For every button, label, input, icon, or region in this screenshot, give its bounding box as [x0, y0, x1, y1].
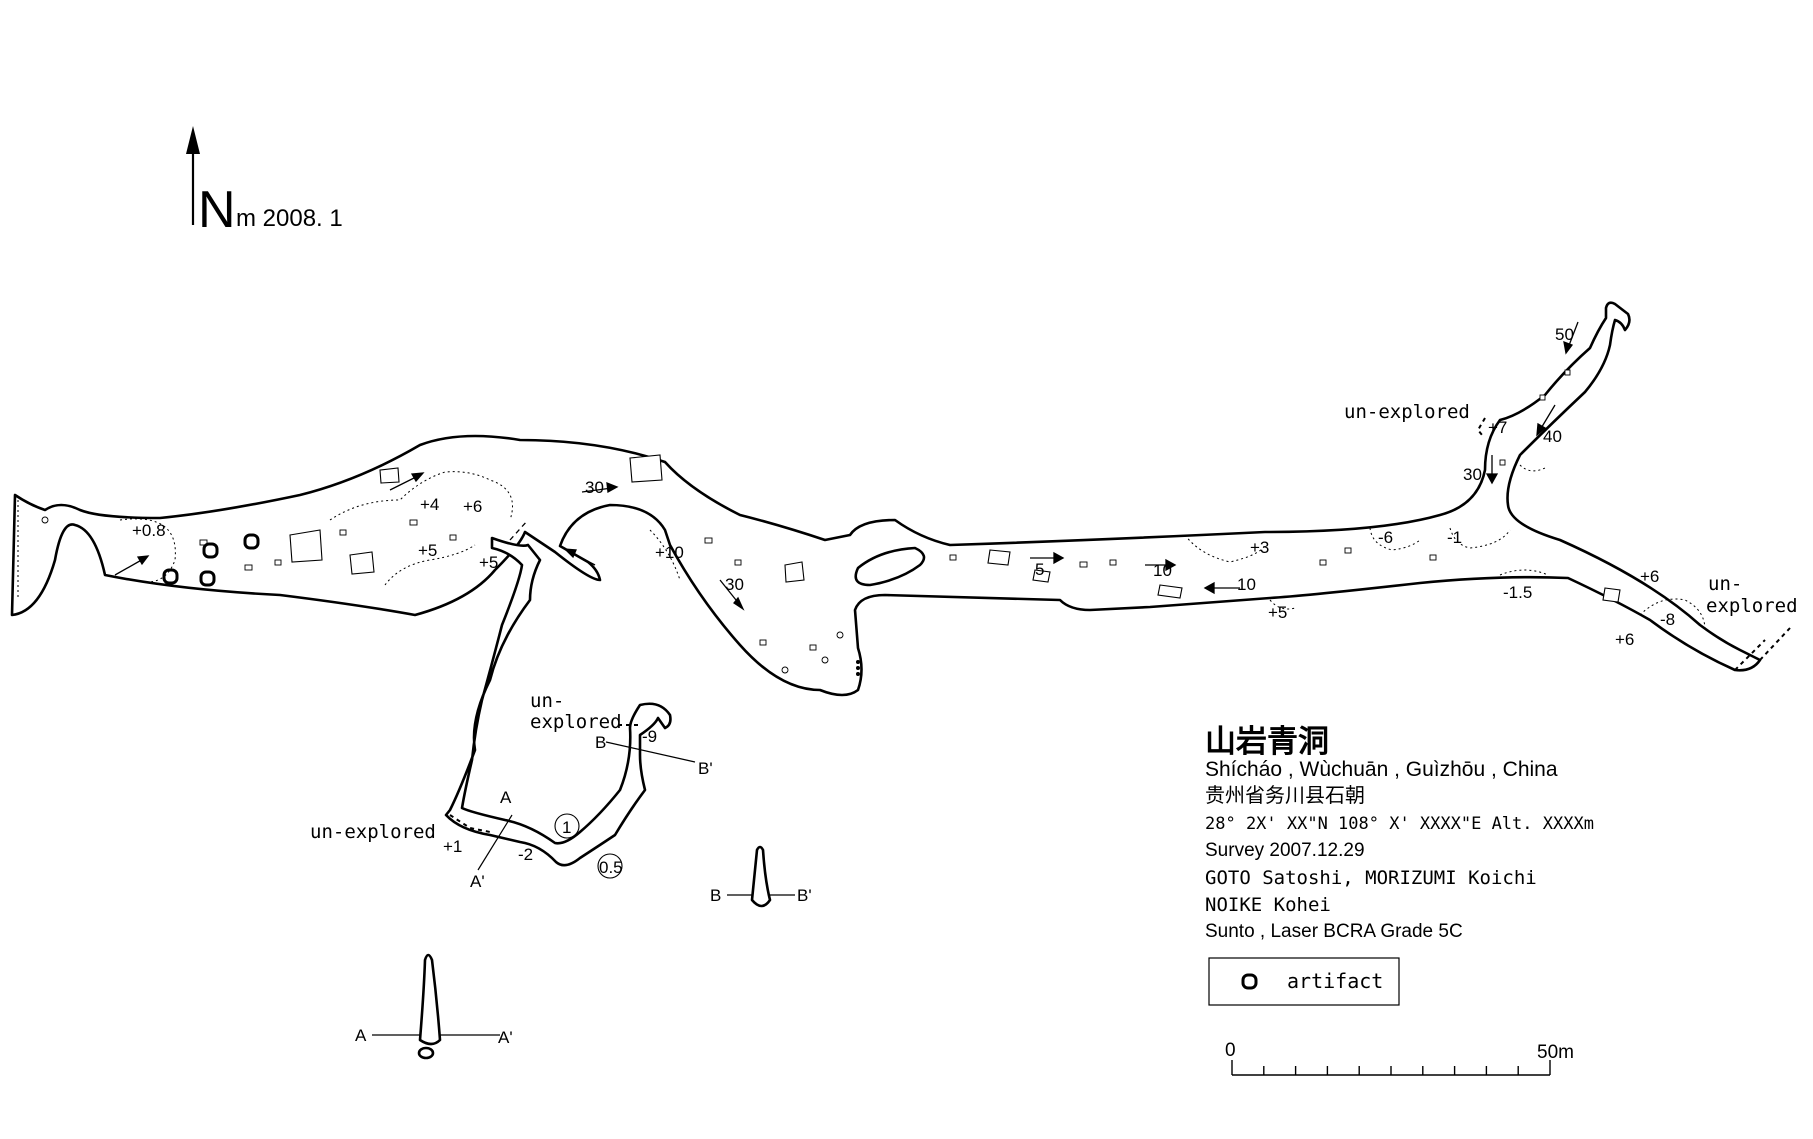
depth-label: +10 — [655, 543, 684, 562]
breakdown-blocks — [289, 454, 1621, 603]
section-label: B — [710, 886, 721, 905]
legend-box: artifact — [1208, 957, 1400, 1006]
depth-label: +7 — [1488, 418, 1507, 437]
ledge-hatching — [17, 464, 1706, 631]
cross-section-a — [372, 953, 500, 1060]
cross-section-b — [727, 845, 795, 908]
slope-label: 50 — [1555, 325, 1574, 344]
legend-artifact-label: artifact — [1287, 969, 1383, 993]
map-date: m 2008. 1 — [236, 205, 343, 232]
north-arrow-icon — [186, 126, 200, 225]
depth-label: +5 — [479, 553, 498, 572]
scale-bar — [1231, 1060, 1551, 1076]
slope-label: 30 — [725, 575, 744, 594]
slope-label: 10 — [1153, 561, 1172, 580]
depth-label: +0.8 — [132, 521, 166, 540]
slope-label: 5 — [1035, 560, 1044, 579]
depth-label: +3 — [1250, 538, 1269, 557]
survey-date: Survey 2007.12.29 — [1205, 840, 1365, 861]
pebbles — [41, 369, 1571, 674]
slope-label: 40 — [1543, 427, 1562, 446]
survey-instruments: Sunto , Laser BCRA Grade 5C — [1205, 921, 1463, 942]
slope-label: 30 — [1463, 465, 1482, 484]
depth-label: -1.5 — [1503, 583, 1532, 602]
cave-name-cjk: 山岩青洞 — [1205, 724, 1329, 760]
surveyors-line-1: GOTO Satoshi, MORIZUMI Koichi — [1205, 867, 1537, 889]
section-label: A — [355, 1026, 367, 1045]
surveyors-line-2: NOIKE Kohei — [1205, 894, 1331, 916]
scale-start-label: 0 — [1225, 1040, 1236, 1061]
section-label: A' — [498, 1028, 513, 1047]
cave-name-pinyin: Shícháo , Wùchuān , Guìzhōu , China — [1205, 758, 1558, 781]
artifact-markers — [162, 533, 260, 587]
slope-label: 10 — [1237, 575, 1256, 594]
depth-label: +6 — [1615, 630, 1634, 649]
section-label: A — [500, 788, 512, 807]
depth-label: -8 — [1660, 610, 1675, 629]
depth-label: +6 — [1640, 567, 1659, 586]
side-passage-outline — [444, 536, 672, 867]
unexplored-label: un- — [530, 690, 564, 712]
section-label: B — [595, 733, 606, 752]
drip-marks — [856, 660, 860, 676]
depth-label: +6 — [463, 497, 482, 516]
depth-label: -9 — [642, 727, 657, 746]
section-lines — [477, 741, 696, 871]
depth-label: -6 — [1378, 528, 1393, 547]
depth-label: -2 — [518, 845, 533, 864]
section-label: B' — [698, 759, 713, 778]
depth-label: +4 — [420, 495, 439, 514]
depth-label: +1 — [443, 837, 462, 856]
unexplored-label: un- — [1708, 573, 1742, 595]
depth-label: +5 — [1268, 603, 1287, 622]
unexplored-label: un-explored — [1344, 401, 1470, 423]
section-label: B' — [797, 886, 812, 905]
circled-depth-label: 1 — [562, 818, 571, 837]
cave-location-cjk: 贵州省务川县石朝 — [1205, 783, 1365, 807]
north-letter: N — [198, 181, 236, 239]
cave-coordinates: 28° 2X' XX"N 108° X' XXXX"E Alt. XXXXm — [1205, 814, 1594, 834]
unexplored-dashes — [449, 417, 1791, 833]
depth-label: -1 — [1447, 528, 1462, 547]
unexplored-label: un-explored — [310, 821, 436, 843]
scale-end-label: 50m — [1537, 1042, 1574, 1063]
unexplored-label: explored — [530, 711, 622, 733]
slope-arrows — [114, 321, 1579, 611]
unexplored-label: explored — [1706, 595, 1798, 617]
slope-label: 30 — [585, 478, 604, 497]
artifact-icon — [1241, 973, 1258, 990]
section-label: A' — [470, 872, 485, 891]
pillar-island — [854, 546, 926, 587]
main-passage-outline — [10, 301, 1762, 697]
depth-label: +5 — [418, 541, 437, 560]
circled-depth-label: 0.5 — [599, 858, 623, 877]
